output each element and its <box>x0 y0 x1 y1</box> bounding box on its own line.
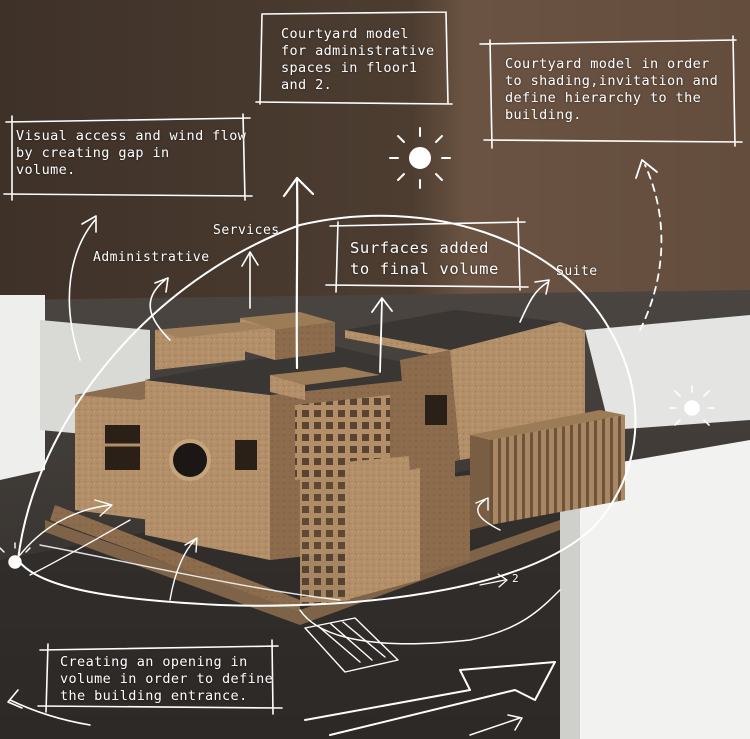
frame-surfaces <box>325 217 529 293</box>
main-block-roof <box>145 345 455 395</box>
frame-courtyard-shading <box>479 35 743 149</box>
suite-arrow-icon <box>519 279 550 323</box>
foam-block-right-side <box>560 470 580 739</box>
label-administrative: Administrative <box>93 250 210 265</box>
dashed-arrow-icon <box>639 164 663 331</box>
label-level-mark: 2 <box>512 572 520 585</box>
visual-arrow-icon <box>68 215 97 361</box>
foam-block-left <box>0 295 45 480</box>
front-wall <box>300 462 350 606</box>
left-sun-icon <box>0 542 31 569</box>
stair-sketch-icon <box>304 617 399 673</box>
note-courtyard-admin: Courtyard model for administrative space… <box>281 26 435 93</box>
roof-box-mid <box>270 367 380 385</box>
sketch-overlay <box>0 11 743 736</box>
roof-box-left <box>240 312 335 330</box>
bottom-arrow-icon <box>304 661 556 736</box>
right-wing-roof <box>345 310 560 350</box>
left-wing-window <box>105 425 140 470</box>
envelope-sketch <box>17 214 637 607</box>
slatted-volume-side <box>470 435 490 530</box>
model-steps <box>50 505 300 612</box>
sun-icon <box>389 127 451 189</box>
frame-courtyard-admin <box>255 11 453 105</box>
note-surfaces: Surfaces added to final volume <box>350 239 499 278</box>
note-visual-access: Visual access and wind flow by creating … <box>16 128 247 178</box>
right-wing-window <box>425 395 447 425</box>
entrance-wall <box>420 475 470 575</box>
frame-opening <box>37 639 283 715</box>
slatted-volume-top <box>470 410 625 440</box>
small-sun-icon <box>669 385 715 426</box>
foam-block-right <box>575 440 750 739</box>
note-opening: Creating an opening in volume in order t… <box>60 654 274 704</box>
services-arrow-icon <box>241 251 259 309</box>
roof-box-left-front <box>275 322 335 360</box>
wall-corner <box>465 0 750 330</box>
foam-block-right-top <box>585 315 750 430</box>
surfaces-arrow-icon <box>371 297 393 373</box>
front-wall-face <box>345 455 420 600</box>
label-services: Services <box>213 223 280 238</box>
note-courtyard-shading: Courtyard model in order to shading,invi… <box>505 56 719 123</box>
perforated-screen <box>295 395 390 480</box>
label-suite: Suite <box>556 264 598 279</box>
tall-arrow-icon <box>282 176 315 370</box>
frame-visual-access <box>3 113 253 201</box>
upper-bridge-top <box>155 322 270 338</box>
slatted-volume <box>490 415 625 525</box>
admin-arrow-icon <box>149 277 171 341</box>
right-wing-top-rim <box>345 330 450 358</box>
roof-box-mid-face <box>270 375 305 400</box>
round-window <box>169 439 211 481</box>
